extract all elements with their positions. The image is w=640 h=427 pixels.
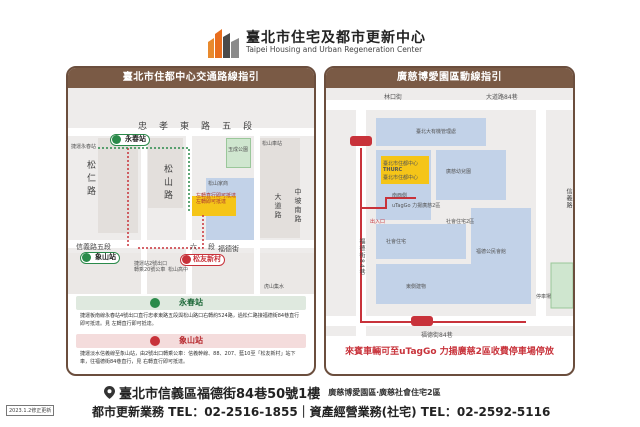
route-yongchun: 永春站 捷運板南線永春站4號出口直行忠孝東路五段與松山路口右轉約524路，過松仁…: [76, 296, 306, 330]
header: 臺北市住宅及都市更新中心 Taipei Housing and Urban Re…: [0, 0, 640, 62]
road-label: 路: [201, 122, 223, 132]
building-label: 臺北大有機管理處: [416, 129, 457, 135]
bus-icon: [150, 336, 160, 346]
org-name-en: Taipei Housing and Urban Regeneration Ce…: [246, 45, 423, 54]
station-name: 永春站: [125, 135, 146, 143]
campus-map: 林口街 大道路84巷 福德街84巷 福德街84巷 信義路 臺北大有機管理處 臺北…: [326, 88, 573, 339]
road-label: 路: [274, 211, 282, 220]
place-label: 松山家商: [208, 181, 229, 187]
building-label: 停車場: [536, 294, 552, 300]
road-label: 東: [180, 122, 202, 132]
road-label: 84: [358, 259, 365, 269]
building-logo-icon: [208, 29, 239, 58]
place-label: 松山高中: [168, 267, 189, 273]
transit-guide-panel: 臺北市住都中心交通路線指引 忠孝東路五段 松仁路 松山路: [66, 66, 316, 376]
building-label: 廣慈幼兒園: [446, 169, 472, 175]
road-label: 德: [358, 245, 365, 252]
contact-phones: 都市更新業務 TEL：02-2516-1855｜資產經營業務(社宅) TEL：0…: [92, 405, 551, 419]
map-note: 左轉即可抵達: [196, 199, 227, 205]
location-pin-icon: [104, 386, 115, 399]
building-label: 南西側: [392, 193, 408, 199]
route-xiangshan: 象山站 捷運淡水信義線至象山站，由2號出口轉乘公車：信義幹線、88、207、藍1…: [76, 334, 306, 368]
road-label: 信: [565, 188, 572, 195]
road-label: 街: [232, 245, 239, 253]
map-note: 轉乘20號公車: [134, 267, 166, 273]
transit-map: 忠孝東路五段 松仁路 松山路 福德街 信義路五段 六 段 大道路 中坡南路 玉成…: [68, 88, 314, 294]
metro-icon: [150, 298, 160, 308]
parking-note: 來賓車輛可至uTagGo 力揚廣慈2區收費停車場停放: [345, 347, 554, 357]
road-label: 福: [218, 245, 225, 253]
road-label: 巷: [358, 268, 365, 276]
road-label: 義: [565, 195, 572, 202]
road-label: 福德街84巷: [421, 332, 453, 339]
building-label: 社會住宅2區: [446, 219, 475, 225]
road-label: 段: [208, 243, 215, 251]
campus-guide-panel: 廣慈博愛園區動線指引 林口街 大道路84巷 福德街84巷: [324, 66, 575, 376]
route-text: 捷運淡水信義線至象山站，由2號出口轉乘公車：信義幹線、88、207、藍10至「松…: [80, 351, 296, 365]
road-label: 松: [85, 160, 95, 173]
revision-date: 2023.1.2修正更新: [6, 405, 55, 416]
bus-stop-name: 松友新村: [193, 255, 221, 263]
road-label: 路: [565, 202, 572, 209]
road-label: 六: [190, 243, 197, 251]
transit-guide-title: 臺北市住都中心交通路線指引: [68, 68, 314, 88]
place-label: 松山車站: [262, 141, 283, 147]
road-label: 路: [85, 186, 95, 199]
route-heading: 象山站: [76, 334, 306, 348]
road-label: 道: [274, 202, 282, 211]
route-name: 象山站: [179, 336, 203, 345]
road-label: 山: [162, 177, 172, 190]
road-label: 大: [274, 193, 282, 202]
road-label: 五: [222, 122, 244, 132]
building-label: 臺北市住都中心: [383, 175, 419, 181]
building-label: 社會住宅: [386, 239, 407, 245]
metro-icon: [82, 253, 91, 262]
route-name: 永春站: [179, 298, 203, 307]
road-label: 孝: [159, 122, 181, 132]
road-label: 街: [358, 252, 365, 259]
place-label: 玉成公園: [228, 147, 249, 153]
road-label: 大道路84巷: [486, 94, 518, 101]
station-name: 象山站: [95, 253, 116, 261]
xiangshan-station-marker[interactable]: 象山站: [80, 252, 120, 264]
road-label: 仁: [85, 173, 95, 186]
road-label: 德: [225, 245, 232, 253]
road-label: 路: [294, 215, 302, 224]
campus-roads: [326, 100, 573, 336]
building-label: 東側建物: [406, 284, 427, 290]
metro-icon: [112, 135, 121, 144]
building-label: 臺北市住都中心: [383, 161, 419, 167]
road-label: 松: [162, 164, 172, 177]
place-label: 虎山集水: [264, 284, 285, 290]
org-name-zh: 臺北市住宅及都市更新中心: [246, 30, 426, 46]
road-network: [68, 128, 314, 294]
road-label: 林口街: [384, 94, 403, 101]
bus-icon: [182, 255, 191, 264]
address-line: 臺北市信義區福德街84巷50號1樓廣慈博愛園區‧廣慈社會住宅2區: [104, 382, 441, 402]
address-note: 廣慈博愛園區‧廣慈社會住宅2區: [328, 388, 441, 397]
road-label: 中: [294, 188, 302, 197]
map-note: 左轉直行即可抵達: [196, 193, 237, 199]
route-text: 捷運板南線永春站4號出口直行忠孝東路五段與松山路口右轉約524路，過松仁路接福德…: [80, 313, 300, 327]
road-label: 段: [243, 122, 265, 132]
road-label: 福: [358, 238, 365, 245]
campus-guide-title: 廣慈博愛園區動線指引: [326, 68, 573, 88]
address: 臺北市信義區福德街84巷50號1樓: [119, 387, 321, 402]
road-label: 信義路五段: [76, 243, 111, 251]
map-note: 捷運站2號出口: [134, 261, 168, 267]
route-instructions: 永春站 捷運板南線永春站4號出口直行忠孝東路五段與松山路口右轉約524路，過松仁…: [68, 296, 314, 372]
building-label: uTagGo 力揚廣慈2區: [392, 203, 441, 209]
road-label: 南: [294, 206, 302, 215]
yongchun-station-marker[interactable]: 永春站: [110, 134, 150, 146]
road-label: 路: [162, 190, 172, 203]
songyou-bus-stop-marker[interactable]: 松友新村: [180, 254, 225, 266]
route-heading: 永春站: [76, 296, 306, 310]
entrance-label: 出入口: [370, 219, 386, 225]
road-label: 坡: [294, 197, 302, 206]
road-label: 忠: [138, 122, 160, 132]
building-label: THURC: [383, 167, 403, 173]
place-label: 捷運永春站: [71, 144, 97, 150]
building-label: 福德公民會館: [476, 249, 507, 255]
